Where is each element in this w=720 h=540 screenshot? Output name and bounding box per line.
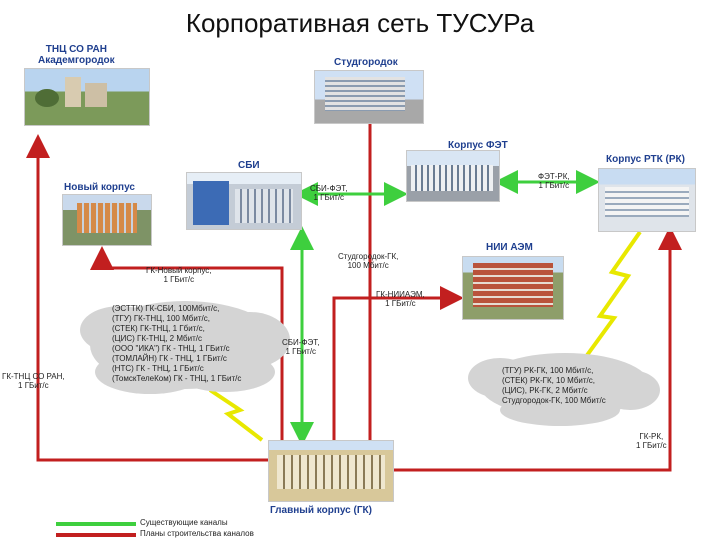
link-gk-rk [392, 226, 682, 472]
cloud-text-left: (ЭСТТК) ГК-СБИ, 100Мбит/с, (ТГУ) ГК-ТНЦ,… [112, 304, 242, 383]
building-label-new: Новый корпус [64, 182, 135, 193]
cloud-right [468, 353, 660, 426]
cloud-text-right: (ТГУ) РК-ГК, 100 Мбит/с, (СТЕК) РК-ГК, 1… [502, 366, 606, 405]
link-label-studgorodok-gk: Студгородок-ГК, 100 Мбит/с [338, 252, 399, 270]
link-gk-niiaem [332, 286, 464, 440]
building-label-tnc: ТНЦ СО РАН Академгородок [38, 44, 115, 66]
link-label-fet-rk: ФЭТ-РК, 1 ГБит/с [538, 172, 570, 190]
building-label-fet: Корпус ФЭТ [448, 140, 508, 151]
photo-fet [406, 150, 500, 202]
photo-new [62, 194, 152, 246]
building-label-niiaem: НИИ АЭМ [486, 242, 533, 253]
link-gk-tnc [26, 134, 268, 462]
cloud-left [80, 301, 290, 394]
link-label-sbi-gk: СБИ-ФЭТ, 1 ГБит/с [282, 338, 320, 356]
page-title: Корпоративная сеть ТУСУРа [185, 8, 535, 38]
photo-main [268, 440, 394, 502]
photo-tnc [24, 68, 150, 126]
zigzag-right [583, 230, 642, 360]
legend-existing-label: Существующие каналы [140, 518, 228, 527]
link-label-gk-new: ГК-Новый корпус, 1 ГБит/с [146, 266, 212, 284]
building-label-rtk: Корпус РТК (РК) [606, 154, 685, 165]
legend-planned-label: Планы строительства каналов [140, 529, 254, 538]
link-label-sbi-fet: СБИ-ФЭТ, 1 ГБит/с [310, 184, 348, 202]
legend-existing-swatch [56, 522, 136, 526]
link-label-gk-rk: ГК-РК, 1 ГБит/с [636, 432, 667, 450]
legend-planned-swatch [56, 533, 136, 537]
link-label-gk-niiaem: ГК-НИИАЭМ, 1 ГБит/с [376, 290, 425, 308]
photo-studgorodok [314, 70, 424, 124]
photo-rtk [598, 168, 696, 232]
building-label-sbi: СБИ [238, 160, 260, 171]
photo-niiaem [462, 256, 564, 320]
link-label-gk-tnc: ГК-ТНЦ СО РАН, 1 ГБит/с [2, 372, 65, 390]
building-label-main: Главный корпус (ГК) [270, 505, 372, 516]
photo-sbi [186, 172, 302, 230]
building-label-studgorodok: Студгородок [334, 57, 398, 68]
zigzag-left [208, 388, 264, 442]
